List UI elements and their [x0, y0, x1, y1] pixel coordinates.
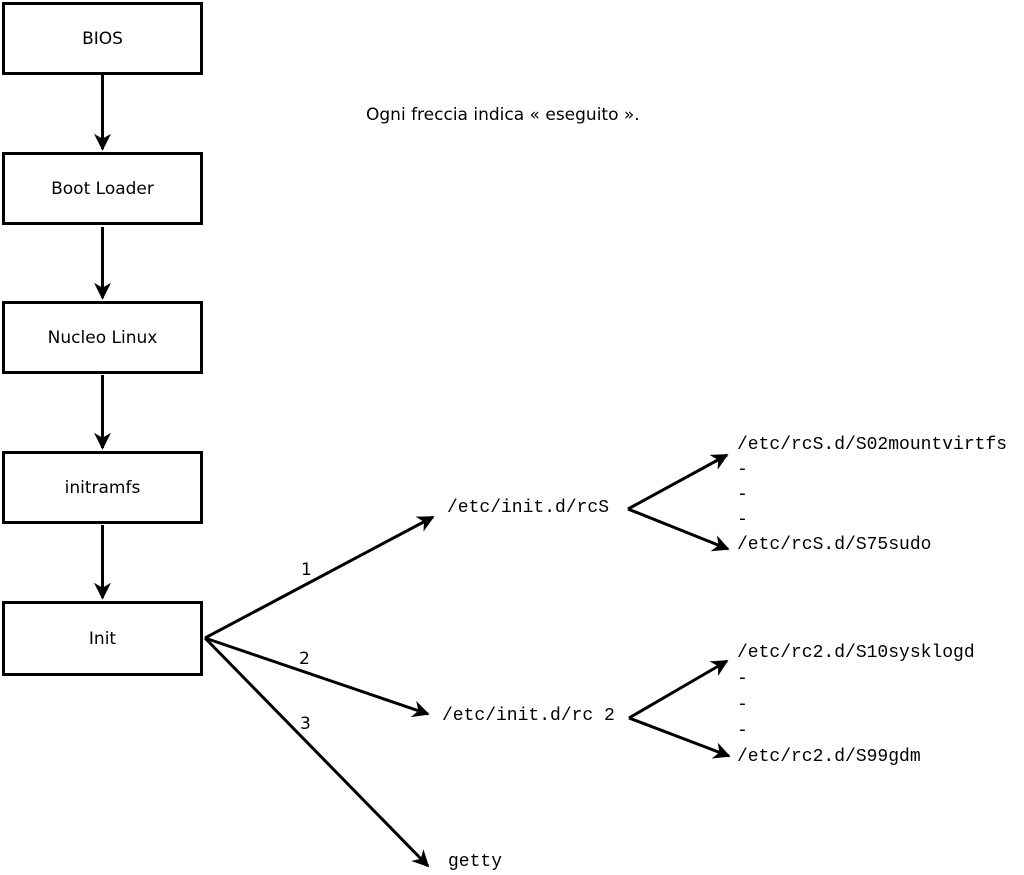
box-nucleo-linux-label: Nucleo Linux: [47, 327, 158, 348]
arrow-init-to-getty: [203, 636, 430, 868]
branch-3-number: 3: [300, 714, 311, 734]
box-boot-loader: Boot Loader: [2, 152, 203, 225]
rcs-child-s02mountvirtfs: /etc/rcS.d/S02mountvirtfs: [737, 435, 1008, 455]
box-bios-label: BIOS: [82, 28, 123, 49]
branch-3-target: getty: [448, 852, 503, 872]
rc2-child-s99gdm: /etc/rc2.d/S99gdm: [737, 747, 921, 767]
arrow-init-to-rc2: [204, 636, 430, 718]
rcs-child-ellipsis-1: -: [737, 460, 748, 480]
rcs-child-ellipsis-2: -: [737, 485, 748, 505]
branch-2-number: 2: [299, 649, 310, 669]
rc2-child-ellipsis-2: -: [737, 695, 748, 715]
arrow-init-to-rcs: [204, 515, 435, 640]
rcs-child-ellipsis-3: -: [737, 510, 748, 530]
box-bios: BIOS: [2, 2, 203, 75]
rc2-child-ellipsis-1: -: [737, 669, 748, 689]
rc2-child-s10sysklogd: /etc/rc2.d/S10sysklogd: [737, 643, 975, 663]
branch-1-target: /etc/init.d/rcS: [447, 498, 610, 518]
box-init-label: Init: [88, 628, 117, 649]
arrow-rc2-to-s10sysklogd: [628, 659, 729, 720]
box-initramfs-label: initramfs: [64, 477, 141, 498]
rcs-children-list: /etc/rcS.d/S02mountvirtfs - - - /etc/rcS…: [737, 433, 1007, 558]
arrow-rc2-to-s99gdm: [628, 716, 731, 759]
diagram-caption: Ogni freccia indica « eseguito ».: [366, 105, 640, 125]
box-init: Init: [2, 601, 203, 676]
rc2-child-ellipsis-3: -: [737, 721, 748, 741]
rc2-children-list: /etc/rc2.d/S10sysklogd - - - /etc/rc2.d/…: [737, 640, 975, 770]
arrow-rcs-to-s02mountvirtfs: [627, 453, 729, 511]
branch-1-number: 1: [301, 560, 312, 580]
box-nucleo-linux: Nucleo Linux: [2, 301, 203, 374]
box-initramfs: initramfs: [2, 451, 203, 524]
arrow-rcs-to-s75sudo: [627, 507, 730, 552]
box-boot-loader-label: Boot Loader: [51, 178, 154, 199]
rcs-child-s75sudo: /etc/rcS.d/S75sudo: [737, 535, 932, 555]
branch-2-target: /etc/init.d/rc 2: [442, 706, 615, 726]
